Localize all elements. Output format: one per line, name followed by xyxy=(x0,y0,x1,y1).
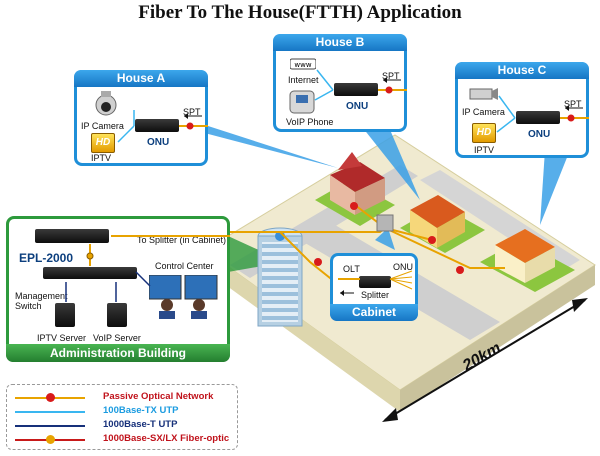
fiber-cabinet-house-c xyxy=(384,227,505,269)
pon-marker-icon xyxy=(46,393,55,402)
house-a-panel: House A IP Camera HD IPTV ONU SPT xyxy=(74,70,208,166)
cabinet-wiring xyxy=(338,270,413,296)
callout-cabinet xyxy=(375,228,395,250)
distance-arrow xyxy=(384,299,586,421)
house-b-voip-label: VoIP Phone xyxy=(286,117,334,127)
house-b-panel: House B www Internet VoIP Phone ONU SPT xyxy=(273,34,407,132)
legend-swatch xyxy=(15,411,85,413)
house-c-iptv-label: IPTV xyxy=(474,145,495,155)
legend-row: 100Base-TX UTP xyxy=(15,405,235,419)
voip-server-label: VoIP Server xyxy=(93,333,141,343)
legend-label: Passive Optical Network xyxy=(103,391,214,402)
pon-marker xyxy=(456,266,464,274)
ground-left xyxy=(205,250,400,412)
pon-marker xyxy=(350,202,358,210)
legend-label: 100Base-TX UTP xyxy=(103,405,179,416)
cabinet-onu-label: ONU xyxy=(393,262,413,272)
onu-device xyxy=(135,119,179,132)
house-a-iptv-label: IPTV xyxy=(91,153,112,163)
admin-title: Administration Building xyxy=(6,344,230,362)
house-c-wiring xyxy=(496,95,589,133)
house-a-wiring xyxy=(117,110,208,143)
cabinet-box xyxy=(376,214,394,232)
house-a-ip-camera-label: IP Camera xyxy=(81,121,124,131)
control-center-label: Control Center xyxy=(155,261,214,271)
arrow-head-left xyxy=(382,408,398,422)
svg-text:www: www xyxy=(294,61,311,69)
olt-model-label: EPL-2000 xyxy=(19,251,74,265)
onu-device xyxy=(516,111,560,124)
control-center-icon xyxy=(149,275,218,319)
house-a-title: House A xyxy=(74,70,208,87)
pon-marker xyxy=(314,258,322,266)
ip-camera-icon xyxy=(469,88,498,100)
hd-tv-icon: HD xyxy=(91,133,115,153)
house-c-panel: House C IP Camera HD IPTV ONU SPT xyxy=(455,62,589,158)
legend-label: 1000Base-SX/LX Fiber-optic xyxy=(103,433,230,444)
page-title: Fiber To The House(FTTH) Application xyxy=(138,2,462,23)
admin-tower xyxy=(257,227,303,327)
sfp-marker-icon xyxy=(46,435,55,444)
arrow-head-right xyxy=(572,298,588,312)
splitter-device xyxy=(359,276,391,288)
onu-device xyxy=(334,83,378,96)
admin-wiring xyxy=(65,235,230,302)
house-c-building xyxy=(495,229,555,283)
legend-swatch xyxy=(15,425,85,427)
cabinet-splitter-label: Splitter xyxy=(361,290,390,300)
ip-camera-icon xyxy=(95,91,117,116)
internet-icon: www xyxy=(290,58,316,70)
olt-device xyxy=(35,229,109,243)
switch-device xyxy=(43,267,137,279)
house-a-building xyxy=(330,152,385,215)
house-c-spt-label: SPT xyxy=(564,99,582,109)
ground-front xyxy=(400,265,595,412)
house-a-onu-label: ONU xyxy=(147,137,170,148)
to-splitter-label: To Splitter (in Cabinet) xyxy=(137,235,227,245)
house-c-ip-camera-label: IP Camera xyxy=(462,107,505,117)
legend-row: Passive Optical Network xyxy=(15,391,235,405)
cabinet-title: Cabinet xyxy=(330,304,418,321)
admin-panel: EPL-2000 To Splitter (in Cabinet) Contro… xyxy=(6,216,230,362)
house-a-spt-label: SPT xyxy=(183,107,201,117)
callout-house-b xyxy=(355,118,420,200)
house-c-title: House C xyxy=(455,62,589,79)
iptv-server-icon xyxy=(55,303,75,327)
cabinet-panel: OLT ONU Splitter Cabinet xyxy=(330,253,418,321)
iptv-server-label: IPTV Server xyxy=(37,333,87,343)
voip-phone-icon xyxy=(289,90,315,114)
house-c-onu-label: ONU xyxy=(528,129,551,140)
house-b-title: House B xyxy=(273,34,407,51)
legend-label: 1000Base-T UTP xyxy=(103,419,178,430)
house-b-spt-label: SPT xyxy=(382,71,400,81)
legend: Passive Optical Network 100Base-TX UTP 100… xyxy=(6,384,238,450)
legend-row: 1000Base-SX/LX Fiber-optic xyxy=(15,433,235,447)
callout-house-c xyxy=(540,150,570,225)
house-b-internet-label: Internet xyxy=(288,75,319,85)
hd-tv-icon: HD xyxy=(472,123,496,143)
voip-server-icon xyxy=(107,303,127,327)
house-b-onu-label: ONU xyxy=(346,101,369,112)
management-switch-label: Management Switch xyxy=(15,291,68,311)
legend-row: 1000Base-T UTP xyxy=(15,419,235,433)
house-b-wiring xyxy=(314,69,407,101)
pon-marker xyxy=(428,236,436,244)
cabinet-olt-label: OLT xyxy=(343,264,360,274)
